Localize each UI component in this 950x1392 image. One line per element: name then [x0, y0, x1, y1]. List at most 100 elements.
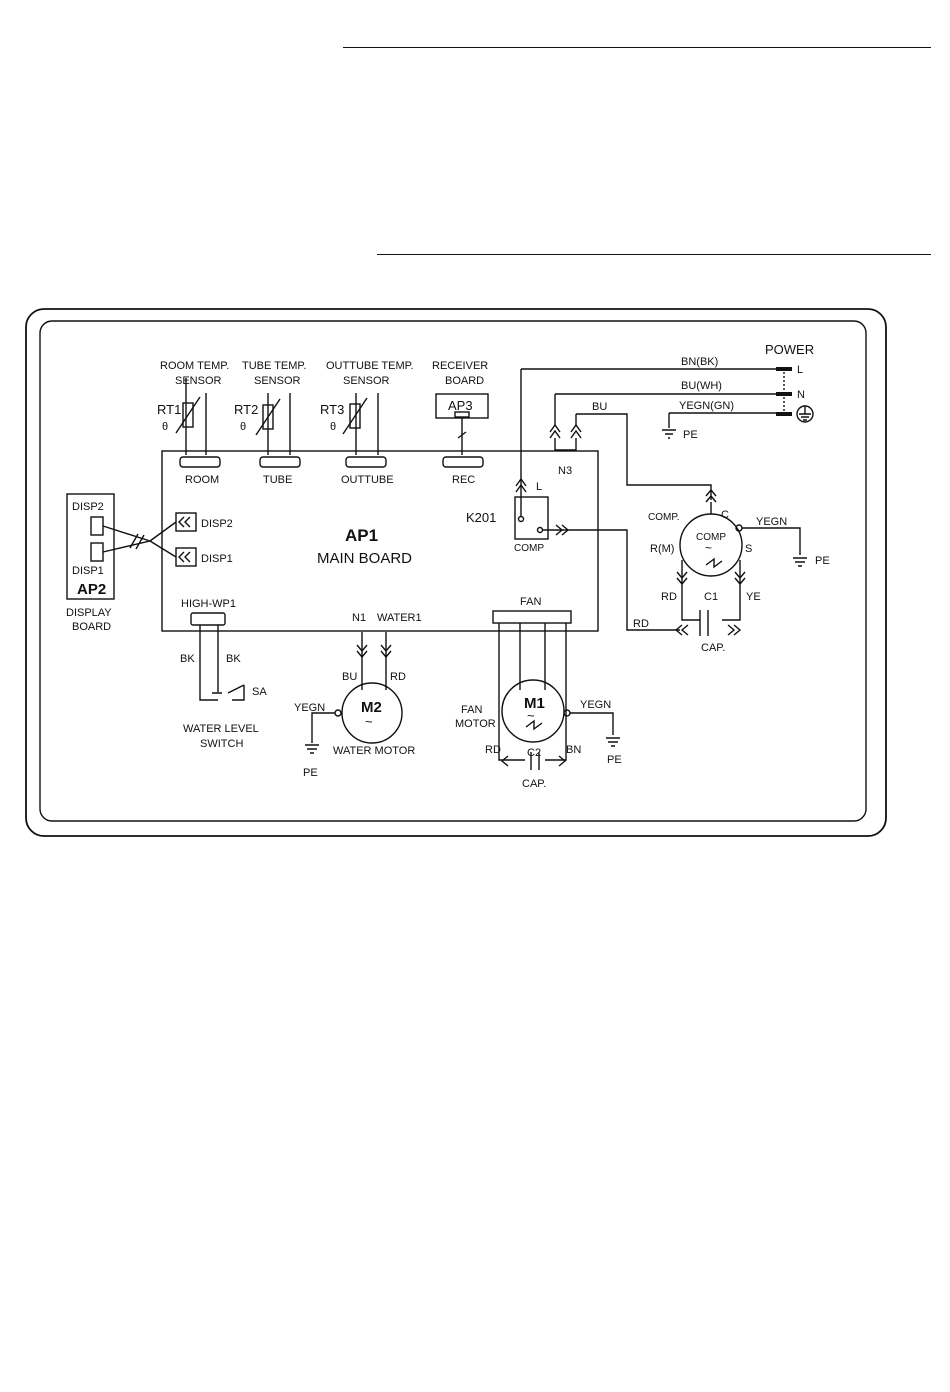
- fan-winding: [525, 719, 543, 731]
- comp-rd: RD: [661, 591, 677, 603]
- c1-ye-chevrons: [727, 624, 742, 636]
- relay-l-chevrons: [515, 477, 527, 493]
- wire-bu: [554, 393, 776, 425]
- disp1-label: DISP1: [72, 565, 104, 577]
- c1-plates: [699, 610, 709, 636]
- display-board-name-2: BOARD: [72, 621, 111, 633]
- rt2-leads: [267, 393, 291, 455]
- water-rd: RD: [390, 671, 406, 683]
- comp-pe: PE: [815, 555, 830, 567]
- rt1-slash: [175, 396, 201, 434]
- water-motor-ground-terminal: [334, 709, 342, 717]
- water-yegn: YEGN: [294, 702, 325, 714]
- ap3-pin: [454, 411, 470, 418]
- fan-pe: PE: [607, 754, 622, 766]
- comp-r: R(M): [650, 543, 674, 555]
- water-water1: WATER1: [377, 612, 422, 624]
- comp-ref: COMP: [696, 532, 726, 543]
- ap3-title-1: RECEIVER: [432, 360, 488, 372]
- fan-pe: [570, 712, 620, 747]
- switch-sa: [212, 684, 245, 701]
- fan-ground-terminal: [563, 709, 571, 717]
- disp-chevrons: [178, 516, 191, 563]
- outer-frame: [25, 308, 887, 837]
- conn-disp1: [175, 547, 197, 567]
- earth-lines: [799, 406, 811, 421]
- comp-winding: [705, 557, 723, 569]
- n3-bridge: [554, 438, 577, 451]
- rt2-title-1: TUBE TEMP.: [242, 360, 306, 372]
- rt1-ref: RT1: [157, 402, 181, 417]
- fan-bn: BN: [566, 744, 581, 756]
- conn-tube: [259, 456, 301, 468]
- rt3-ref: RT3: [320, 402, 344, 417]
- comp-pe: [742, 527, 807, 567]
- ap1-name: MAIN BOARD: [317, 550, 412, 567]
- m2-tilde: ~: [365, 714, 373, 729]
- c1-cap: CAP.: [701, 642, 725, 654]
- power-n: N: [797, 389, 805, 401]
- ap2-ref: AP2: [77, 581, 106, 598]
- rt3-resistor: [349, 403, 361, 429]
- c2-chevrons: [500, 755, 567, 767]
- water-n1: N1: [352, 612, 366, 624]
- switch-name-1: WATER LEVEL: [183, 723, 259, 735]
- wp1-bk1: BK: [180, 653, 195, 665]
- rt1-title-2: SENSOR: [175, 375, 222, 387]
- ap3-lead: [457, 418, 467, 455]
- c1-rd-chevrons: [674, 624, 689, 636]
- water-pe: PE: [303, 767, 318, 779]
- power-l: L: [797, 364, 803, 376]
- power-terminals: [776, 367, 792, 416]
- pe-ground-top: [662, 429, 676, 439]
- rt1-theta: θ: [162, 421, 168, 433]
- relay-k201-box: [514, 496, 549, 540]
- ap1-ref: AP1: [345, 526, 378, 545]
- relay-label: COMP: [514, 543, 544, 554]
- rt3-title-2: SENSOR: [343, 375, 390, 387]
- conn-outtube: [345, 456, 387, 468]
- relay-contact-2: [536, 526, 544, 534]
- m2-ref: M2: [361, 699, 382, 716]
- fan-leads: [498, 623, 567, 761]
- conn-tube-label: TUBE: [263, 474, 292, 486]
- switch-sa-label: SA: [252, 686, 267, 698]
- water-motor-leads: [361, 632, 387, 690]
- conn-outtube-label: OUTTUBE: [341, 474, 394, 486]
- wire-rd-comp: [543, 529, 680, 631]
- water-bu: BU: [342, 671, 357, 683]
- display-board-name-1: DISPLAY: [66, 607, 112, 619]
- c2-cap: CAP.: [522, 778, 546, 790]
- ap3-title-2: BOARD: [445, 375, 484, 387]
- relay-ref: K201: [466, 510, 496, 525]
- disp2-label: DISP2: [72, 501, 104, 513]
- m1-tilde: ~: [527, 708, 535, 723]
- m1-ref: M1: [524, 695, 545, 712]
- fan-conn-label: FAN: [520, 596, 541, 608]
- conn-rec: [442, 456, 484, 468]
- wire-bu-comp: [576, 413, 712, 500]
- fan-yegn: YEGN: [580, 699, 611, 711]
- conn-room-label: ROOM: [185, 474, 219, 486]
- header-rule-top: [343, 47, 931, 48]
- rt1-resistor: [182, 402, 194, 428]
- water-chevrons: [356, 644, 392, 659]
- comp-rs-chevrons: [676, 571, 746, 586]
- disp2-block: [90, 516, 104, 536]
- comp-tilde: ~: [705, 541, 712, 555]
- conn-disp2: [175, 512, 197, 532]
- relay-contact-1: [517, 515, 525, 523]
- rt3-theta: θ: [330, 421, 336, 433]
- comp-s: S: [745, 543, 752, 555]
- comp-rd2: RD: [633, 618, 649, 630]
- comp-bu: BU: [592, 401, 607, 413]
- conn-rec-label: REC: [452, 474, 475, 486]
- fan-motor-name-1: FAN: [461, 704, 482, 716]
- rt2-ref: RT2: [234, 402, 258, 417]
- wire-bu-label: BU(WH): [681, 380, 722, 392]
- disp1-block: [90, 542, 104, 562]
- c1-ref: C1: [704, 591, 718, 603]
- conn-disp1-label: DISP1: [201, 553, 233, 565]
- water-motor-circle: [341, 682, 403, 744]
